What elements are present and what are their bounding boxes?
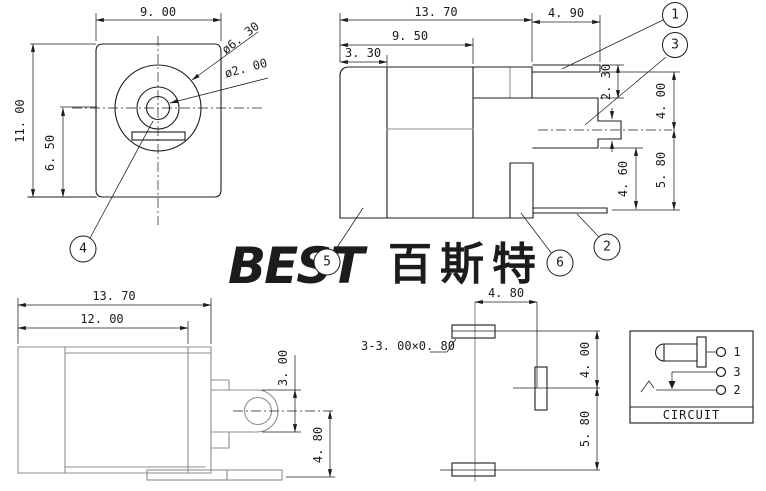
side-body-top bbox=[339, 66, 533, 77]
dim-tab-offset-label: 4. 80 bbox=[311, 427, 325, 463]
callout-balloon bbox=[662, 32, 688, 58]
footprint-view: 4. 80 4. 00 5. 80 3-3. 00×0. 80 bbox=[361, 286, 600, 482]
plug-plate-symbol bbox=[696, 336, 707, 368]
callout-leader bbox=[584, 56, 667, 126]
dim-terminal-label: 4. 90 bbox=[548, 6, 584, 20]
watermark: BEST 百斯特 bbox=[228, 237, 544, 295]
callout-5: 5 bbox=[313, 207, 364, 276]
callout-balloon bbox=[593, 233, 621, 261]
terminal-2-shape bbox=[532, 207, 608, 214]
terminal-3-shape bbox=[532, 97, 622, 149]
callout-number: 6 bbox=[556, 256, 564, 271]
tab-lower-notch bbox=[210, 431, 230, 449]
dim-tab-width-label: 3. 00 bbox=[276, 350, 290, 386]
pin-dia-label: ø2. 00 bbox=[223, 56, 269, 81]
callout-leader bbox=[333, 207, 364, 253]
front-body-outline bbox=[95, 43, 222, 198]
dim-pitch-y-lower-label: 5. 80 bbox=[578, 411, 592, 447]
dim-5-80-label: 5. 80 bbox=[654, 152, 668, 188]
mount-foot bbox=[509, 162, 534, 219]
watermark-latin-text: BEST bbox=[228, 237, 368, 295]
dim-overall-label: 13. 70 bbox=[414, 5, 457, 19]
hole-note-label: 3-3. 00×0. 80 bbox=[361, 339, 455, 353]
callout-3: 3 bbox=[584, 32, 688, 126]
plug-barrel-symbol bbox=[655, 343, 698, 362]
callout-number: 1 bbox=[671, 8, 679, 23]
callout-6: 6 bbox=[520, 212, 574, 277]
switch-lever-symbol bbox=[640, 380, 655, 393]
callout-number: 3 bbox=[671, 38, 679, 53]
pad-top bbox=[451, 324, 496, 339]
dim-width-label: 9. 00 bbox=[140, 5, 176, 19]
side-view: 13. 70 4. 90 9. 50 3. 30 2. 30 4. 00 5. … bbox=[313, 2, 688, 277]
tab-upper-notch bbox=[210, 379, 230, 391]
leader-outer-dia bbox=[191, 31, 259, 81]
callout-1: 1 bbox=[561, 2, 688, 70]
dim-pitch-x-label: 4. 80 bbox=[488, 286, 524, 300]
dim-4-00-label: 4. 00 bbox=[654, 83, 668, 119]
leader-pin-dia bbox=[169, 77, 269, 104]
dim-center-base-label: 6. 50 bbox=[43, 135, 57, 171]
dim-pitch-y-upper-label: 4. 00 bbox=[578, 342, 592, 378]
callout-balloon bbox=[313, 248, 341, 276]
front-view: 9. 00 11. 00 6. 50 ø6. 30 ø2. 00 4 bbox=[13, 5, 269, 263]
outer-dia-label: ø6. 30 bbox=[219, 19, 262, 57]
base-plate bbox=[146, 469, 283, 481]
callout-balloon bbox=[69, 235, 97, 263]
dim-2-30-label: 2. 30 bbox=[599, 64, 613, 100]
pin3-terminal bbox=[715, 366, 727, 378]
callout-number: 5 bbox=[323, 255, 331, 270]
pin2-label: 2 bbox=[733, 383, 740, 397]
callout-leader bbox=[520, 212, 553, 255]
side-dimensions: 13. 70 4. 90 9. 50 3. 30 2. 30 4. 00 5. … bbox=[339, 5, 680, 211]
bottom-view: 13. 70 12. 00 3. 00 4. 80 bbox=[17, 289, 335, 481]
callout-4: 4 bbox=[69, 120, 154, 263]
dim-overall-label: 13. 70 bbox=[92, 289, 135, 303]
callout-number: 2 bbox=[603, 240, 611, 255]
callout-leader bbox=[561, 19, 664, 70]
callout-number: 4 bbox=[79, 242, 87, 257]
pad-middle bbox=[534, 366, 548, 411]
front-dimensions: 9. 00 11. 00 6. 50 ø6. 30 ø2. 00 bbox=[13, 5, 269, 198]
bottom-body-outline bbox=[17, 346, 212, 474]
callout-2: 2 bbox=[576, 213, 621, 261]
circuit-box bbox=[629, 330, 754, 424]
circuit-panel: CIRCUIT 1 3 2 bbox=[629, 330, 754, 424]
dim-height-label: 11. 00 bbox=[13, 99, 27, 142]
dim-body-label: 12. 00 bbox=[80, 312, 123, 326]
pin1-label: 1 bbox=[733, 345, 740, 359]
pad-bottom bbox=[451, 462, 496, 477]
key-slot bbox=[131, 131, 186, 141]
callout-leader bbox=[89, 120, 154, 239]
pin1-terminal bbox=[715, 346, 727, 358]
pin2-terminal bbox=[715, 384, 727, 396]
terminal-1-shape bbox=[532, 64, 601, 73]
pin3-label: 3 bbox=[733, 365, 740, 379]
callout-balloon bbox=[662, 2, 688, 28]
callout-balloon bbox=[546, 249, 574, 277]
watermark-cjk-text: 百斯特 bbox=[388, 239, 544, 290]
dim-body-label: 9. 50 bbox=[392, 29, 428, 43]
note-leader bbox=[446, 338, 457, 353]
dim-flange-label: 3. 30 bbox=[345, 46, 381, 60]
contact-arrow bbox=[668, 381, 676, 389]
bottom-dimensions: 13. 70 12. 00 3. 00 4. 80 bbox=[17, 289, 335, 478]
callout-leader bbox=[576, 213, 600, 238]
dim-4-60-label: 4. 60 bbox=[616, 161, 630, 197]
circuit-title: CIRCUIT bbox=[663, 408, 721, 422]
